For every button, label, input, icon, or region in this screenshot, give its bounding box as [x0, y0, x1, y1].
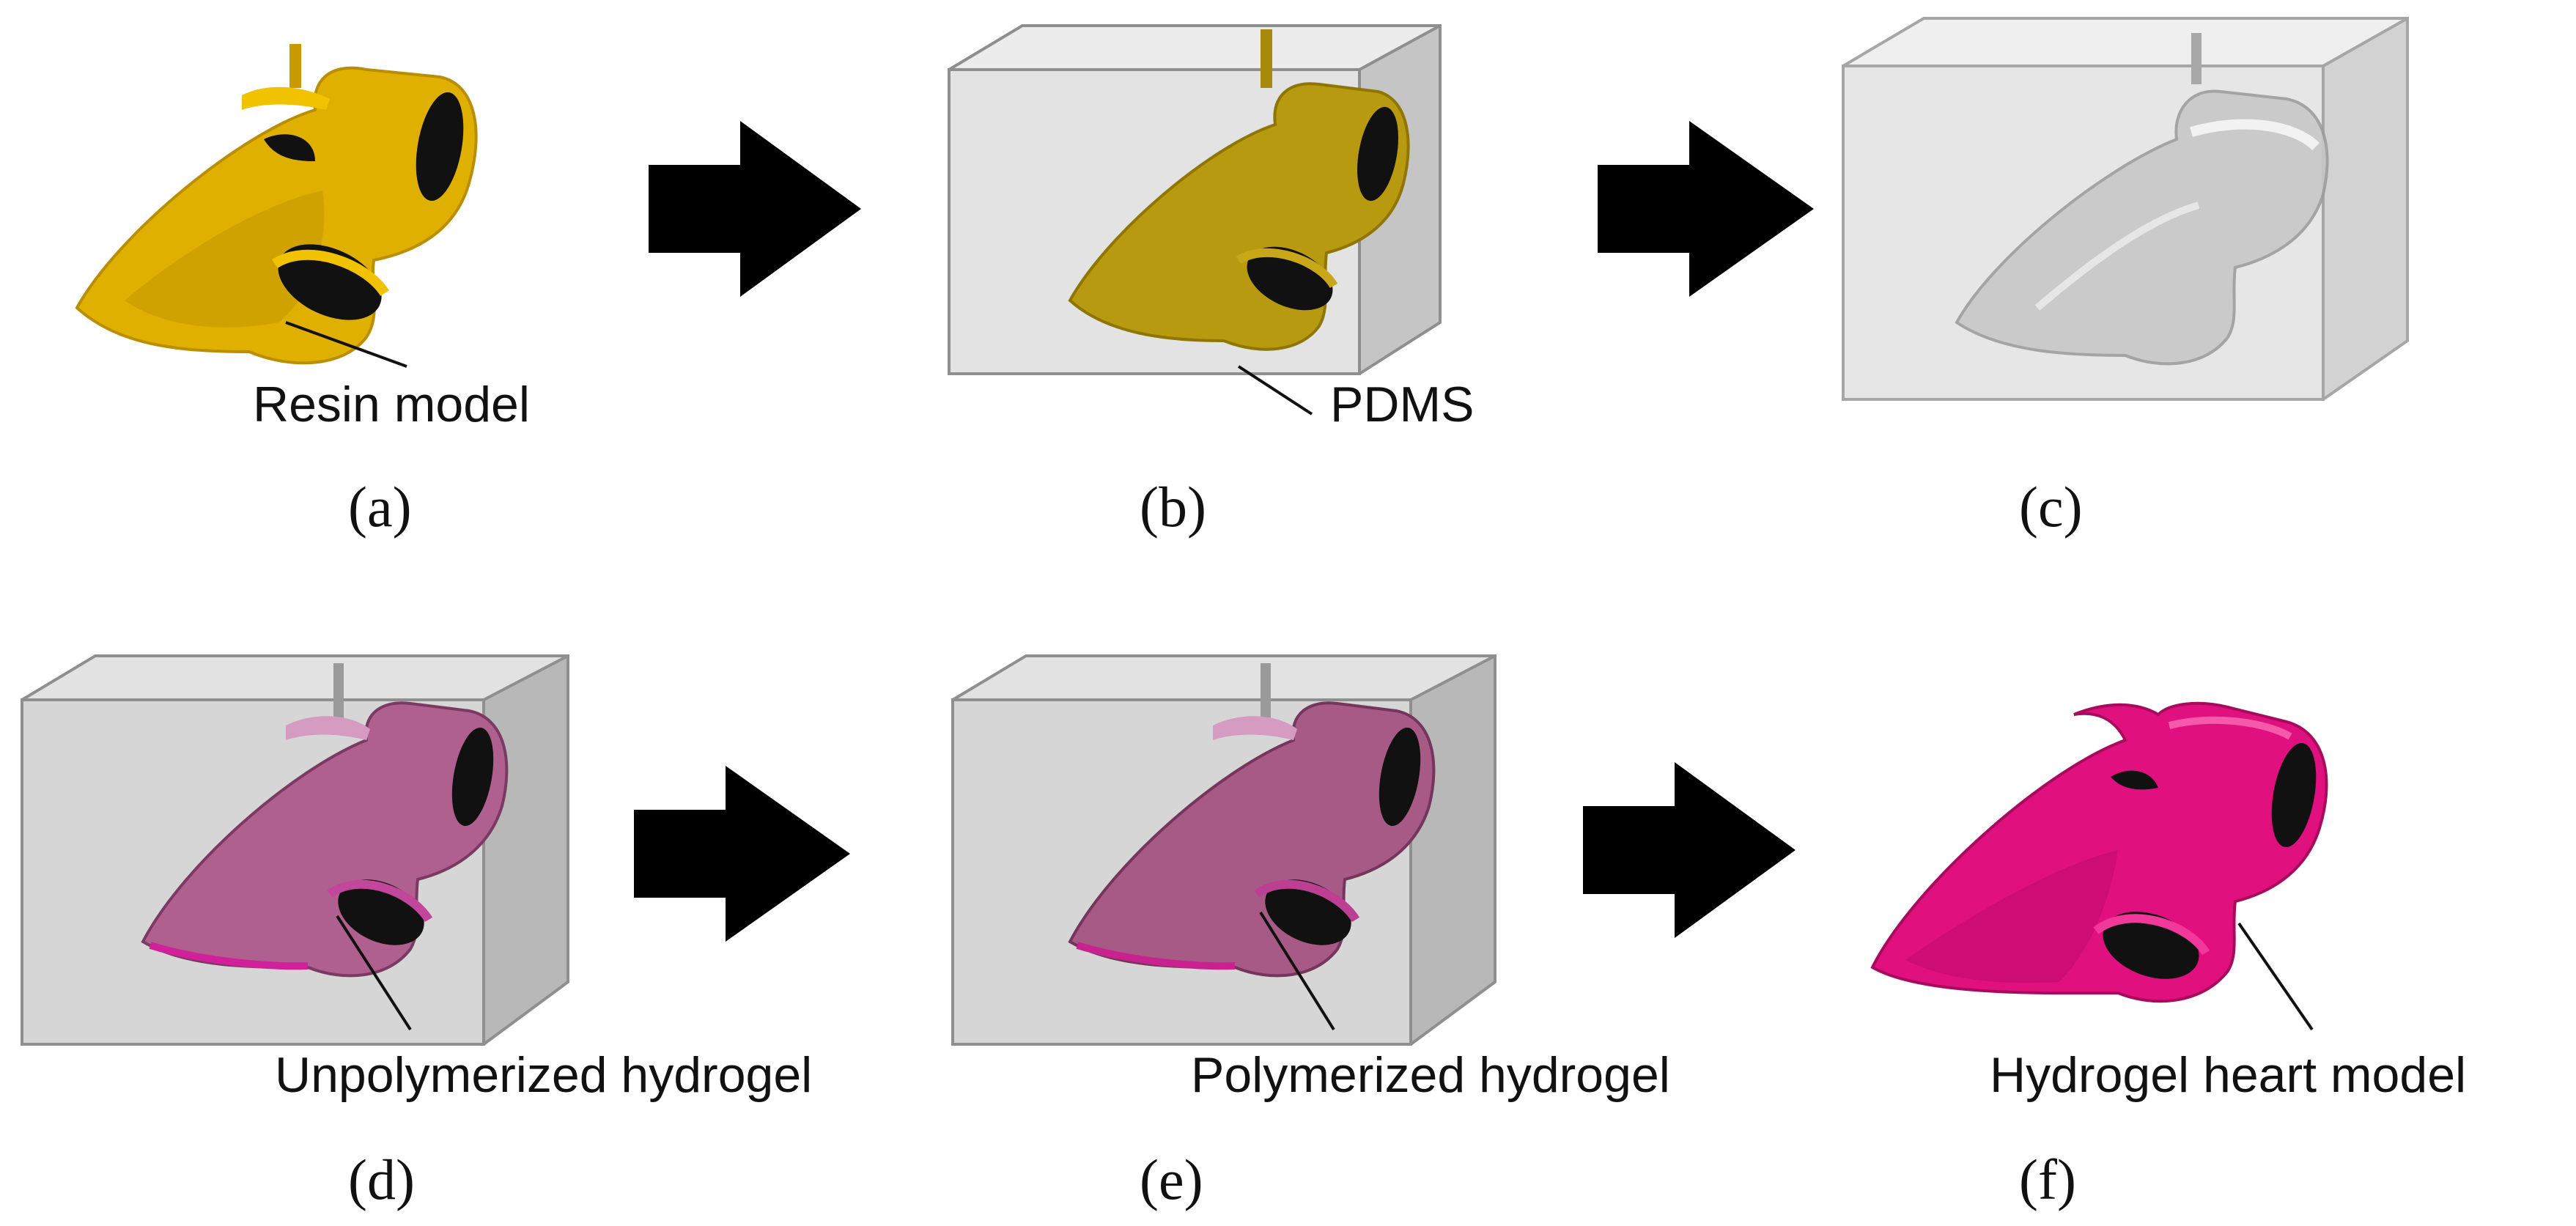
mold-cavity: [1955, 33, 2329, 366]
panel-label-e: (e): [1140, 1148, 1203, 1211]
polymerized-callout: Polymerized hydrogel: [1191, 1047, 1670, 1103]
polymerized-hydrogel-model: [1068, 663, 1436, 978]
arrow-d-to-e: [634, 766, 850, 942]
panel-a: Resin model (a): [75, 44, 530, 539]
panel-c: (c): [1842, 17, 2409, 539]
arrow-e-to-f: [1583, 762, 1796, 938]
panel-label-f: (f): [2019, 1148, 2076, 1211]
resin-callout: Resin model: [253, 377, 530, 432]
final-callout-line: [2237, 922, 2314, 1031]
panel-f: Hydrogel heart model (f): [1870, 701, 2466, 1211]
unpolymerized-callout: Unpolymerized hydrogel: [275, 1047, 812, 1103]
pdms-callout-line: [1237, 365, 1313, 416]
arrow-a-to-b: [649, 121, 861, 297]
panel-label-b: (b): [1140, 475, 1206, 539]
resin-heart-model: [75, 44, 478, 365]
pdms-callout: PDMS: [1330, 377, 1474, 432]
arrow-b-to-c: [1598, 121, 1814, 297]
panel-label-c: (c): [2019, 475, 2083, 539]
panel-e: Polymerized hydrogel (e): [951, 654, 1670, 1211]
polymerized-callout-line: [1259, 911, 1335, 1031]
unpolymerized-callout-line: [336, 915, 412, 1031]
hydrogel-heart-model: [1870, 701, 2328, 1003]
panel-label-a: (a): [348, 475, 412, 539]
final-callout: Hydrogel heart model: [1990, 1047, 2466, 1103]
unpolymerized-hydrogel-model: [141, 663, 509, 978]
panel-label-d: (d): [348, 1148, 415, 1211]
resin-callout-line: [285, 321, 407, 368]
panel-d: Unpolymerized hydrogel (d): [21, 654, 812, 1211]
resin-model-in-pdms: [1068, 29, 1410, 351]
panel-b: PDMS (b): [948, 24, 1474, 539]
